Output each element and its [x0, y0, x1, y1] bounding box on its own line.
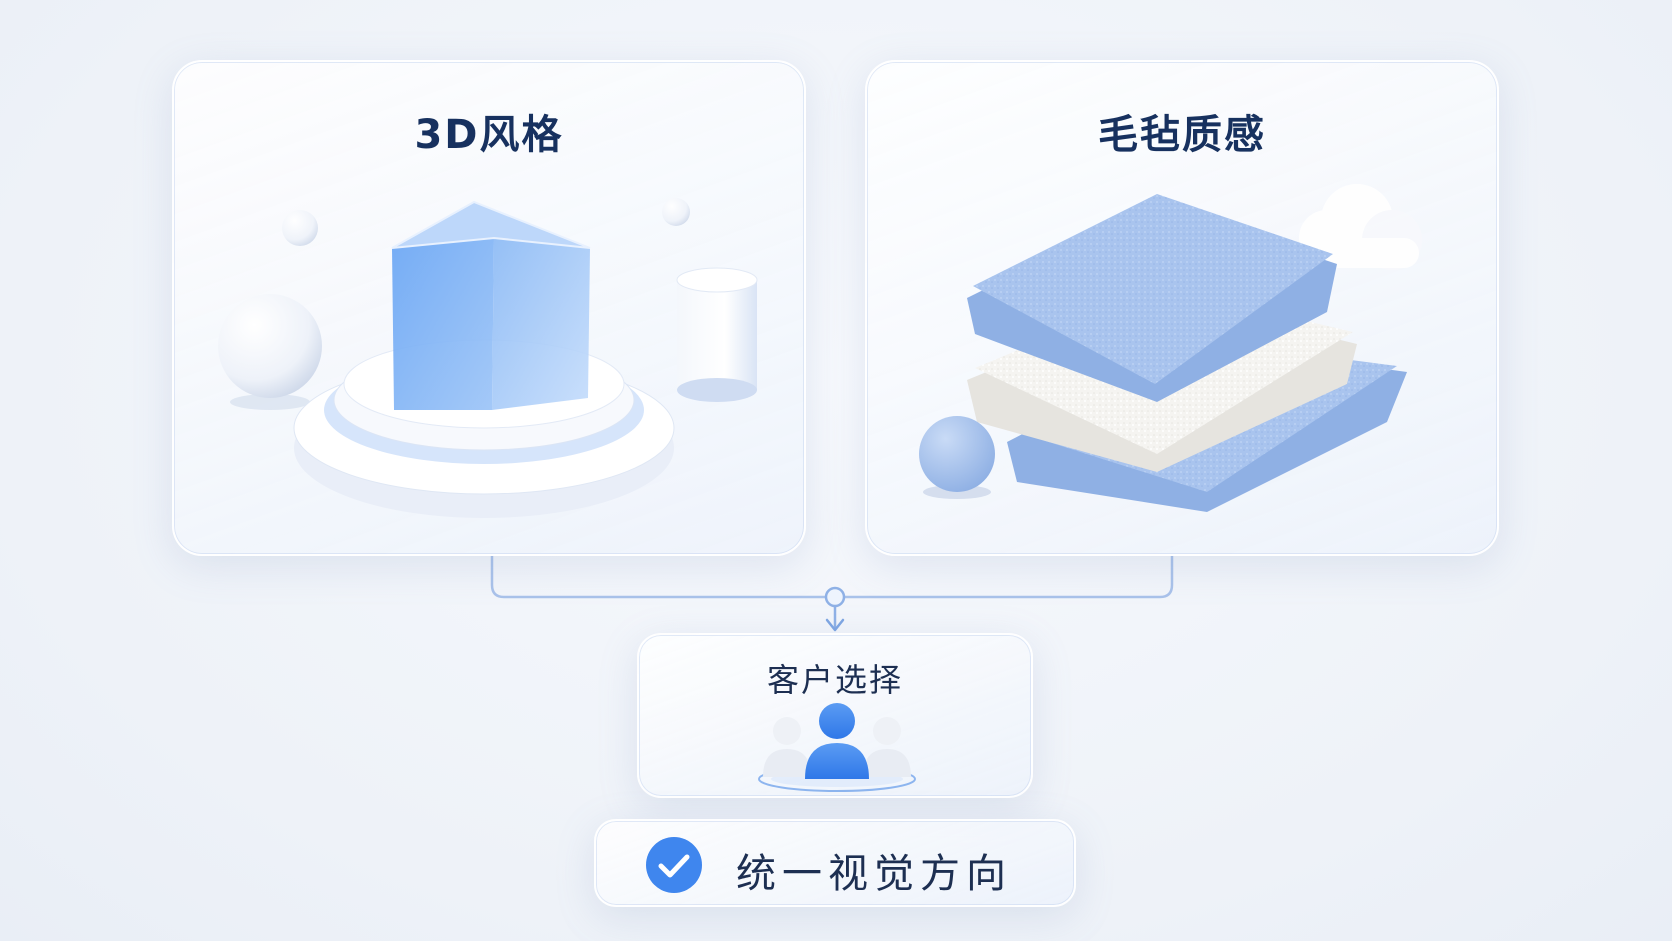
decision-title: 客户选择 [766, 661, 903, 699]
option-title-felt: 毛毡质感 [1098, 112, 1266, 158]
arrow-down-icon [825, 618, 845, 632]
cube-on-pedestal-illustration [218, 198, 758, 518]
check-circle-icon [646, 837, 702, 893]
result-label: 统一视觉方向 [736, 851, 1012, 897]
users-group-icon [758, 703, 916, 792]
connector-node-icon [824, 586, 846, 608]
result-bar[interactable]: 统一视觉方向 [594, 819, 1076, 907]
decision-card-customer-choice[interactable]: 客户选择 [637, 633, 1033, 798]
option-title-3d: 3D风格 [414, 112, 564, 158]
felt-layers-illustration [919, 184, 1422, 512]
option-card-felt[interactable]: 毛毡质感 [865, 60, 1499, 556]
cloud-icon [1299, 184, 1422, 270]
option-card-3d[interactable]: 3D风格 [172, 60, 806, 556]
